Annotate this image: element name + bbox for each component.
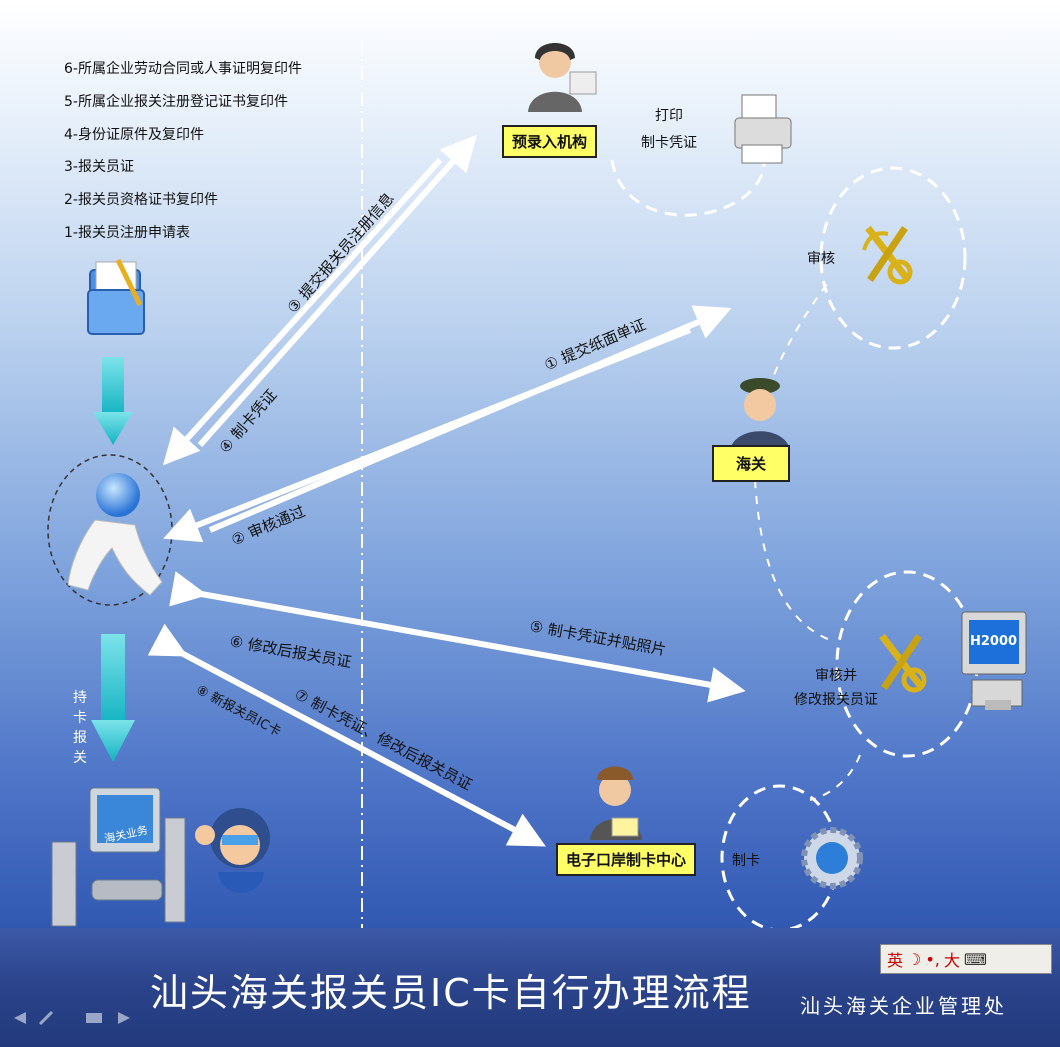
ime-toolbar[interactable]: 英 ☽ •, 大 ⌨ [880, 944, 1052, 974]
down-arrow-bottom [91, 634, 135, 762]
note-print-voucher: 制卡凭证 [641, 135, 697, 151]
arrow-step7-8 [147, 623, 546, 847]
note-hold-card: 持 卡 报 关 [73, 690, 87, 766]
punct-icon[interactable]: •, [925, 949, 940, 969]
note-review-modify-a: 审核并 [815, 668, 857, 684]
moon-icon[interactable]: ☽ [907, 949, 922, 969]
arrow-step3 [197, 134, 477, 447]
globe-gear-icon [801, 827, 863, 889]
note-review-modify-b: 修改报关员证 [794, 692, 878, 708]
ime-mode[interactable]: 英 [887, 951, 904, 970]
card-center-operator-icon [590, 766, 642, 840]
note-print: 打印 [655, 108, 683, 124]
note-makecard: 制卡 [732, 853, 760, 869]
h2000-label: H2000 [970, 634, 1018, 649]
doc-item-1: 1-报关员注册申请表 [64, 225, 190, 241]
modify-to-card-link [809, 754, 861, 801]
h2000-computer-icon [961, 611, 1027, 710]
review-loop [819, 166, 967, 350]
down-arrow-top [93, 357, 133, 445]
pen-icon[interactable] [36, 1010, 56, 1026]
footer-title: 汕头海关报关员IC卡自行办理流程 [150, 971, 752, 1015]
node-customs: 海关 [712, 445, 791, 482]
doc-item-3: 3-报关员证 [64, 159, 134, 175]
doc-item-5: 5-所属企业报关注册登记证书复印件 [64, 94, 288, 110]
menu-icon[interactable] [84, 1010, 104, 1026]
doc-item-4: 4-身份证原件及复印件 [64, 127, 204, 143]
ime-width[interactable]: 大 [943, 951, 960, 970]
doc-item-2: 2-报关员资格证书复印件 [64, 192, 218, 208]
node-card-center: 电子口岸制卡中心 [556, 843, 697, 876]
note-review: 审核 [807, 251, 835, 267]
doc-item-6: 6-所属企业劳动合同或人事证明复印件 [64, 61, 302, 77]
node-prerecord: 预录入机构 [502, 125, 598, 158]
applicant-icon [67, 473, 163, 596]
arrow-step4 [162, 157, 443, 466]
arrow-step2 [163, 327, 692, 543]
customs-officer-icon [730, 378, 790, 450]
keyboard-icon[interactable]: ⌨ [963, 949, 987, 969]
business-computer-icon [51, 787, 186, 927]
customs-emblem-icon [862, 225, 913, 285]
prev-slide-icon[interactable] [10, 1010, 30, 1026]
customs-emblem-icon-2 [879, 633, 927, 693]
printer-icon [734, 94, 792, 164]
customs-link-bottom [754, 479, 831, 641]
prerecord-operator-icon [528, 43, 597, 112]
mascot-icon [195, 808, 270, 893]
folder-icon [87, 258, 145, 335]
footer-department: 汕头海关企业管理处 [800, 994, 1007, 1018]
next-slide-icon[interactable] [114, 1010, 134, 1026]
